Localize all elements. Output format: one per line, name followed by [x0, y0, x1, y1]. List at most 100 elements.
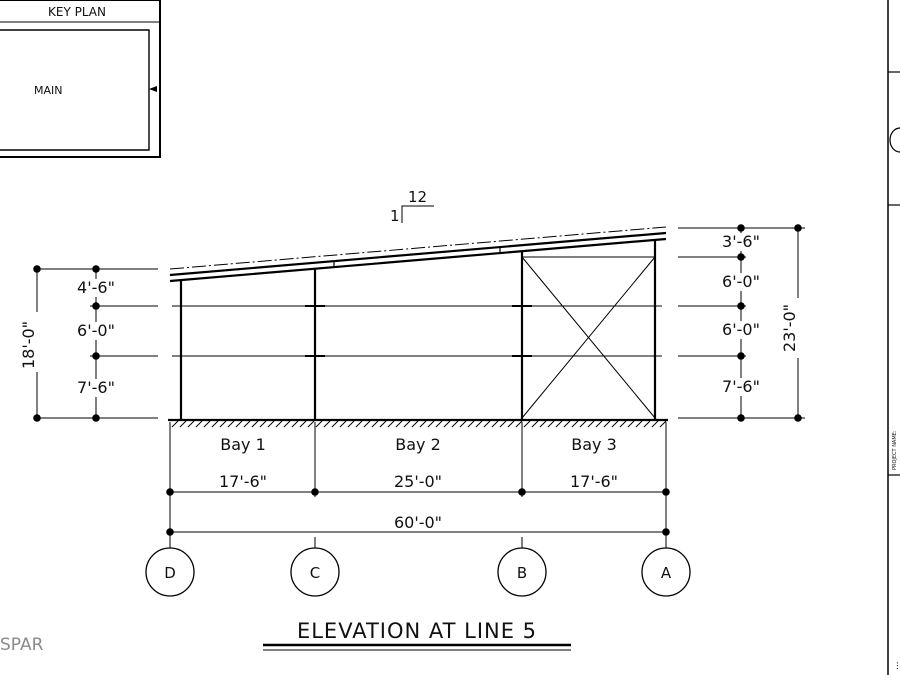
dimension-dot: [33, 265, 41, 273]
hatch-mark: [539, 420, 547, 428]
dimension-dot: [311, 488, 319, 496]
bay-layout: Bay 1 Bay 2 Bay 3 17'-6" 25'-0" 17'-6" 6…: [166, 422, 670, 537]
bay-3-label: Bay 3: [571, 435, 617, 454]
right-overall-dimension: 23'-0": [780, 304, 799, 352]
hatch-mark: [331, 420, 339, 428]
hatch-mark: [643, 420, 651, 428]
dimension-text-mask: [70, 379, 122, 397]
hatch-mark: [483, 420, 491, 428]
dimension-dot: [166, 528, 174, 536]
hatch-mark: [211, 420, 219, 428]
right-dim-tier-4: 7'-6": [722, 377, 760, 396]
hatch-mark: [395, 420, 403, 428]
title-block: PROJECT NAME: ...: [887, 0, 900, 675]
hatch-mark: [459, 420, 467, 428]
hatch-mark: [659, 420, 667, 428]
right-dim-tier-2: 6'-0": [722, 272, 760, 291]
title-block-logo-icon: [889, 127, 900, 153]
hatch-mark: [523, 420, 531, 428]
hatch-mark: [299, 420, 307, 428]
bay-3-width: 17'-6": [570, 472, 618, 491]
dimension-dot: [737, 224, 745, 232]
overall-width: 60'-0": [394, 513, 442, 532]
hatch-mark: [435, 420, 443, 428]
gridline-label-a: A: [661, 564, 672, 582]
dimension-text-mask: [30, 312, 44, 372]
x-brace-2: [521, 256, 656, 419]
dimension-dot: [518, 488, 526, 496]
hatch-mark: [627, 420, 635, 428]
hatch-mark: [427, 420, 435, 428]
hatch-mark: [475, 420, 483, 428]
hatch-mark: [227, 420, 235, 428]
hatch-mark: [515, 420, 523, 428]
hatch-mark: [635, 420, 643, 428]
gridline-bubble-d: [145, 547, 195, 597]
hatch-mark: [571, 420, 579, 428]
hatch-mark: [315, 420, 323, 428]
hatch-mark: [563, 420, 571, 428]
dimension-dot: [92, 265, 100, 273]
left-dimensions: 18'-0" 4'-6" 6'-0" 7'-6": [19, 265, 158, 422]
dimension-dot: [737, 253, 745, 261]
hatch-mark: [323, 420, 331, 428]
hatch-mark: [363, 420, 371, 428]
dimension-text-mask: [714, 321, 768, 339]
slope-rise: 1: [390, 207, 400, 225]
dimension-text-mask: [70, 279, 122, 297]
slope-run: 12: [408, 188, 427, 206]
gridline-label-c: C: [310, 564, 320, 582]
dimension-dot: [92, 414, 100, 422]
gridline-bubble-a: [641, 547, 691, 597]
hatch-mark: [651, 420, 659, 428]
key-plan-border: [0, 0, 161, 158]
gridline-label-d: D: [164, 564, 176, 582]
roof-bottom-line: [169, 237, 667, 283]
dimension-dot: [737, 302, 745, 310]
roof-slope-indicator: 1 12: [390, 188, 434, 225]
dimension-dot: [92, 352, 100, 360]
hatch-mark: [555, 420, 563, 428]
key-plan-building-label: MAIN: [34, 84, 63, 97]
roof-top-line: [169, 231, 667, 277]
drawing-title: ELEVATION AT LINE 5: [297, 619, 537, 643]
ground-hatch: [171, 420, 667, 428]
dimension-text-mask: [714, 233, 768, 251]
key-plan: KEY PLAN MAIN: [0, 0, 161, 158]
hatch-mark: [259, 420, 267, 428]
gridline-bubble-c: [290, 547, 340, 597]
drawing-title-block: ELEVATION AT LINE 5: [263, 619, 571, 651]
hatch-mark: [171, 420, 179, 428]
hatch-mark: [371, 420, 379, 428]
bay-1-width: 17'-6": [219, 472, 267, 491]
hatch-mark: [507, 420, 515, 428]
watermark-text: SPAR: [0, 635, 44, 655]
hatch-mark: [619, 420, 627, 428]
dimension-text-mask: [790, 298, 806, 358]
left-overall-dimension: 18'-0": [19, 321, 38, 369]
key-plan-building: [0, 29, 150, 151]
hatch-mark: [467, 420, 475, 428]
gridline-bubble-b: [497, 547, 547, 597]
hatch-mark: [251, 420, 259, 428]
dimension-dot: [92, 302, 100, 310]
title-block-note: ...: [891, 661, 900, 670]
project-name-label: PROJECT NAME:: [892, 430, 898, 470]
hatch-mark: [587, 420, 595, 428]
dimension-dot: [662, 488, 670, 496]
gridline-bubbles: D C B A: [145, 537, 691, 597]
left-dim-tier-1: 4'-6": [77, 278, 115, 297]
bay-1-label: Bay 1: [220, 435, 266, 454]
right-dim-tier-3: 6'-0": [722, 320, 760, 339]
bay-2-label: Bay 2: [395, 435, 441, 454]
left-dim-tier-3: 7'-6": [77, 378, 115, 397]
hatch-mark: [419, 420, 427, 428]
hatch-mark: [443, 420, 451, 428]
dimension-dot: [737, 414, 745, 422]
key-plan-arrow-icon: [149, 86, 157, 92]
hatch-mark: [187, 420, 195, 428]
dimension-dot: [737, 352, 745, 360]
hatch-mark: [339, 420, 347, 428]
hatch-mark: [499, 420, 507, 428]
